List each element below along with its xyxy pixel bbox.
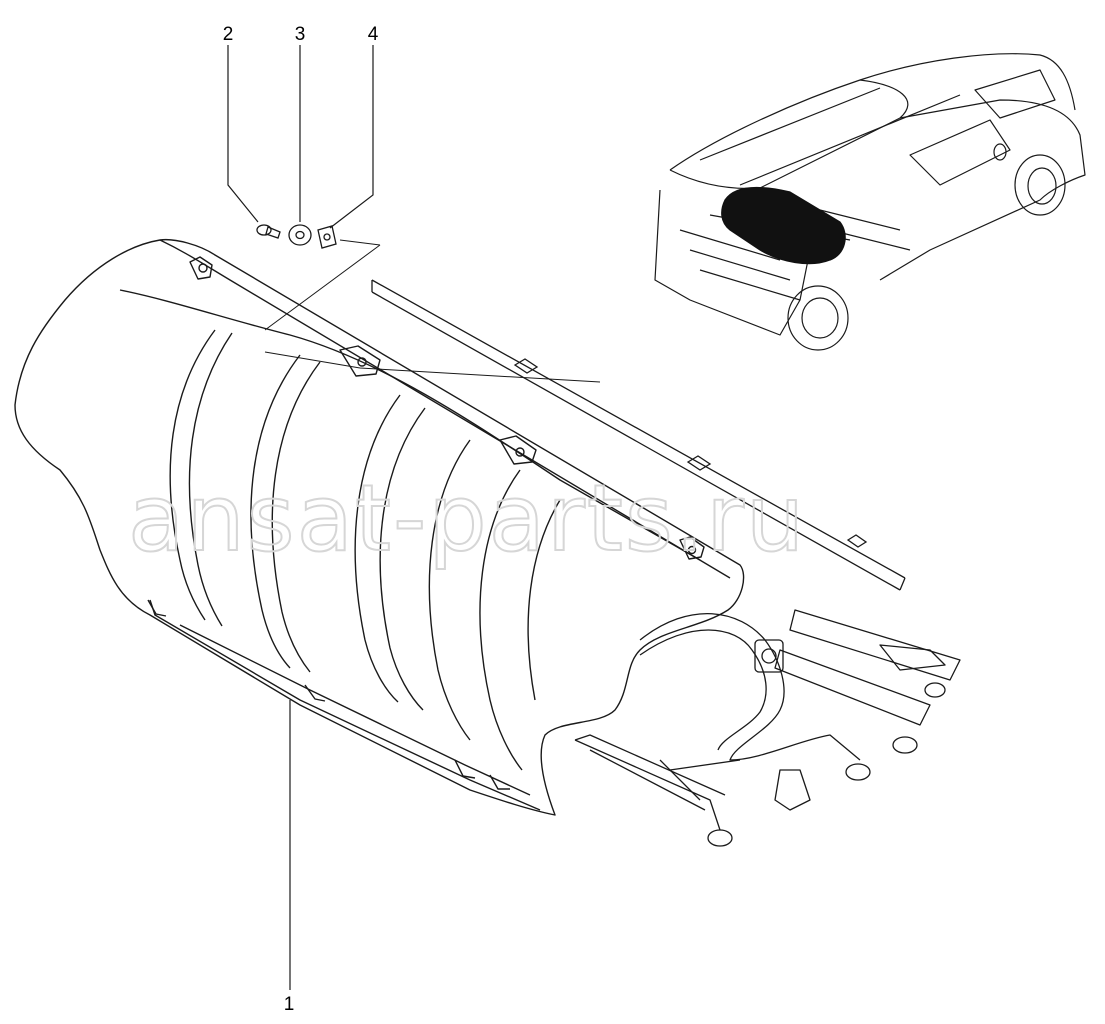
- fasteners: [256, 224, 337, 249]
- heat-shield-rib-3: [250, 354, 301, 669]
- heat-shield-tab-3: [499, 435, 537, 465]
- vehicle-roof-rear: [669, 79, 909, 189]
- callout-label-2: 2: [223, 24, 234, 45]
- vehicle-heat-shield-highlight: [721, 186, 846, 265]
- exhaust-pipe: [639, 612, 861, 761]
- exhaust-clamp: [754, 639, 784, 673]
- floor-rail-bracket-2: [686, 455, 712, 471]
- vehicle-front-wheel-hub: [1027, 167, 1057, 205]
- heat-shield-hole-4: [687, 545, 697, 555]
- heat-shield-inner-rim: [119, 289, 701, 561]
- heat-shield: [14, 238, 745, 816]
- heat-shield-hole-1: [198, 263, 208, 273]
- heat-shield-top-rim: [159, 239, 731, 579]
- screw-part: [256, 224, 281, 239]
- heat-shield-rib-7: [428, 439, 471, 741]
- floor-rail-bracket-1: [513, 358, 539, 374]
- callouts: 1 2 3 4: [223, 24, 379, 1015]
- vehicle-roof: [669, 53, 1076, 171]
- bushing-4: [924, 682, 946, 698]
- rear-beam-lower: [589, 749, 706, 811]
- vehicle-front-wheel: [1014, 154, 1066, 216]
- heat-shield-rib-2: [188, 332, 233, 627]
- floor-rail-bracket-3: [846, 534, 868, 548]
- assembly-line-shield: [264, 244, 601, 383]
- trailing-arm-2: [774, 649, 931, 726]
- rear-axle-assembly: [574, 609, 961, 847]
- heat-shield-bottom-tab-2: [304, 684, 326, 702]
- heat-shield-bottom-tab-3: [454, 759, 476, 779]
- heat-shield-rib-8: [479, 469, 523, 771]
- bushing-3: [892, 736, 918, 754]
- callout-label-3: 3: [295, 24, 306, 45]
- trailing-arm: [789, 609, 961, 681]
- heat-shield-tab-2: [339, 345, 381, 377]
- vehicle-front-window: [974, 69, 1056, 119]
- callout-label-1: 1: [284, 994, 295, 1015]
- heat-shield-tab-4: [679, 536, 705, 560]
- spring-seat: [879, 644, 946, 671]
- floor-rail-end: [371, 280, 906, 591]
- exhaust-clamp-bolt: [761, 648, 777, 664]
- vehicle-roof-rail-1: [699, 87, 881, 161]
- heat-shield-tab-1: [189, 256, 213, 280]
- rear-beam-upper: [574, 734, 726, 831]
- exhaust-pipe-inner: [639, 629, 767, 751]
- assembly-lines: [264, 239, 601, 383]
- vehicle-mirror: [993, 143, 1007, 161]
- floor-rail-lower-edge: [371, 291, 901, 591]
- callout-label-4: 4: [368, 24, 379, 45]
- heat-shield-hole-2: [357, 357, 367, 367]
- heat-shield-rib-4: [271, 361, 321, 673]
- heat-shield-rib-1: [169, 329, 216, 621]
- heat-shield-bottom-tab-4: [489, 774, 510, 790]
- floor-rail-upper-edge: [371, 279, 906, 579]
- vehicle-side-window: [909, 119, 1011, 186]
- vehicle-roof-rail-2: [739, 94, 961, 186]
- bushing-1: [707, 829, 733, 847]
- watermark-text: ansat-parts.ru: [128, 465, 806, 572]
- washer-part: [288, 224, 312, 246]
- heat-shield-bottom-tab-1: [147, 599, 167, 617]
- locator-vehicle: [654, 53, 1086, 351]
- vehicle-rear-wheel-hub: [801, 297, 839, 339]
- heat-shield-bottom-flange-inner: [179, 624, 531, 796]
- heat-shield-hole-3: [515, 447, 525, 457]
- heat-shield-rib-9: [527, 499, 561, 701]
- vehicle-body-side: [879, 99, 1086, 281]
- floor-rail: [371, 279, 906, 591]
- shock-bracket: [774, 769, 811, 811]
- assembly-line-guide: [339, 239, 381, 246]
- clip-nut-part: [317, 225, 337, 249]
- heat-shield-bottom-flange: [149, 599, 541, 811]
- heat-shield-outline: [14, 238, 745, 816]
- link-rod: [659, 759, 741, 801]
- leader-line-2: [227, 45, 259, 223]
- heat-shield-rib-5: [354, 394, 401, 703]
- heat-shield-rib-6: [379, 407, 426, 711]
- vehicle-rear-wheel: [787, 285, 849, 351]
- bushing-2: [845, 763, 871, 781]
- leader-line-4: [329, 45, 374, 229]
